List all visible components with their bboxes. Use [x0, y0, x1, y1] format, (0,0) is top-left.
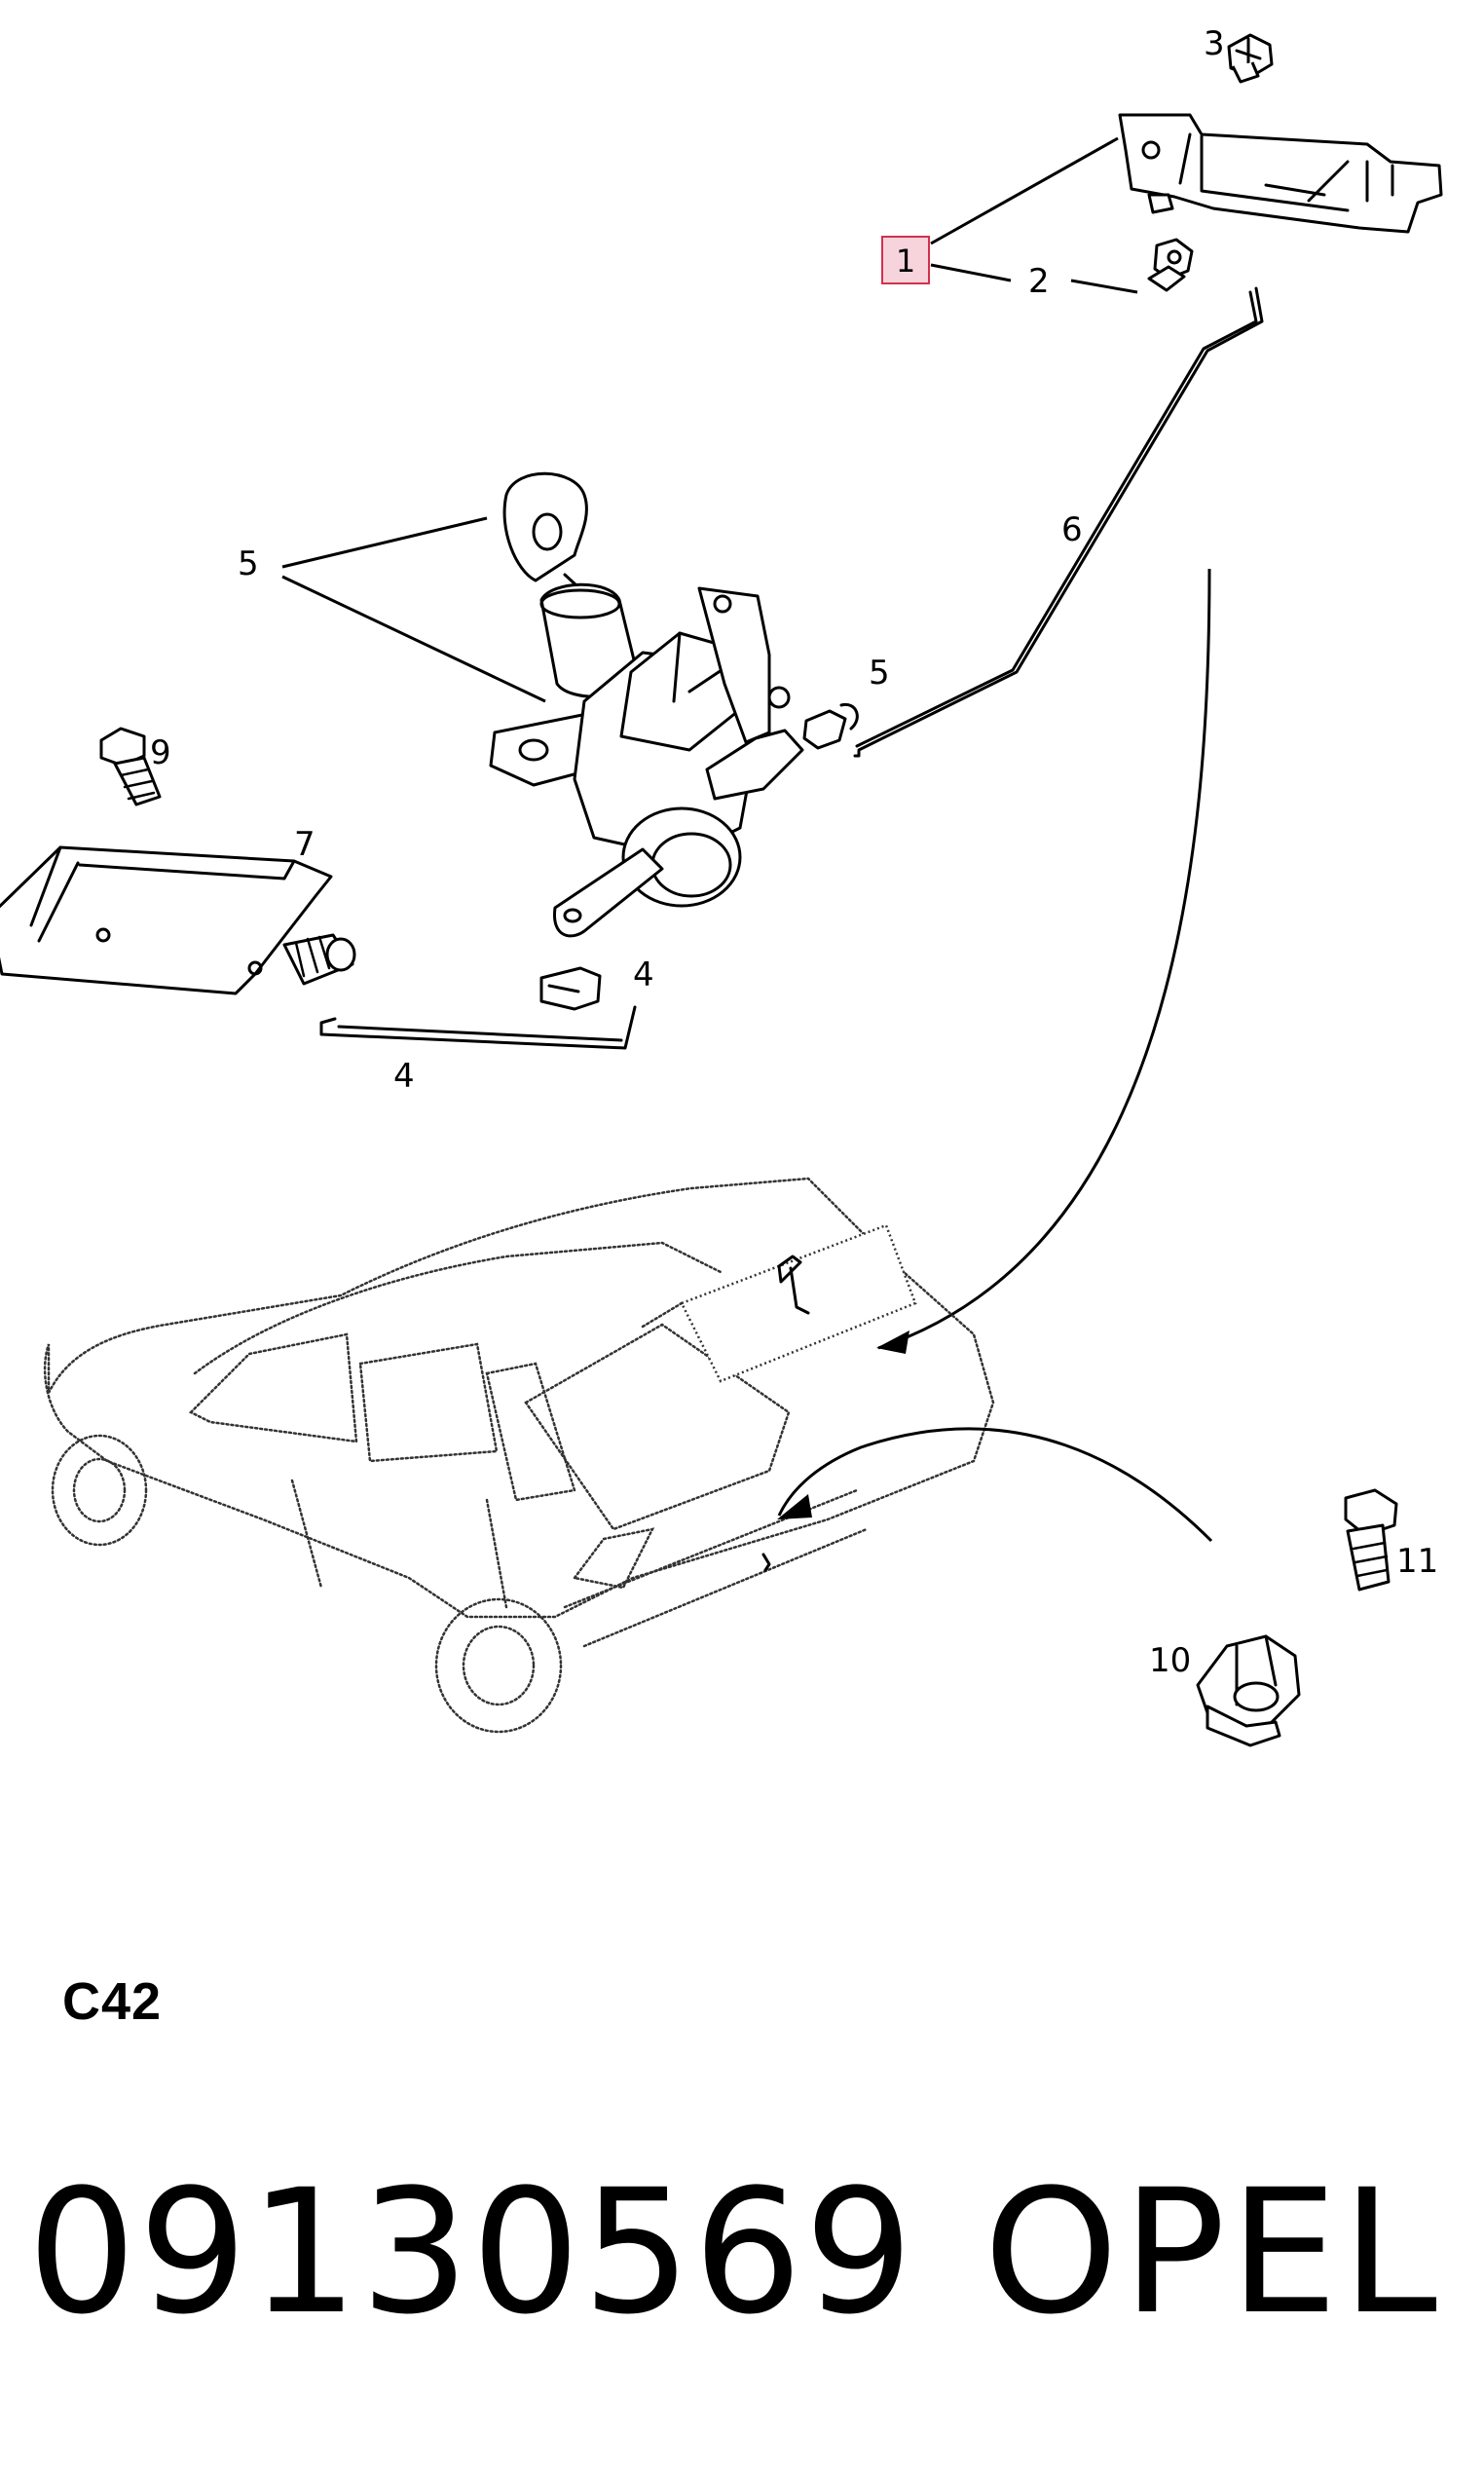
- part-1-lock-housing: [1118, 113, 1443, 234]
- part-8-actuator: [0, 845, 356, 995]
- part-number: 09130569: [27, 2153, 915, 2352]
- arrow-to-rear-striker: [777, 1427, 1213, 1543]
- callout-5a: 5: [869, 654, 890, 693]
- part-7-rod-edge: [855, 290, 1258, 748]
- part-3-screw: [1227, 33, 1274, 84]
- part-4-rod: [319, 1005, 637, 1050]
- leader-2: [1070, 279, 1138, 294]
- callout-11: 11: [1396, 1542, 1438, 1581]
- part-5-clip-lower: [539, 966, 602, 1011]
- leader-1b: [930, 263, 1012, 282]
- part-6-lock-cylinder: [489, 471, 804, 938]
- callout-1-highlight: [881, 236, 930, 284]
- callout-3: 3: [1204, 24, 1225, 63]
- brand-name: OPEL: [983, 2153, 1441, 2352]
- callout-6: 5: [238, 544, 259, 583]
- callout-5b: 4: [633, 955, 654, 994]
- callout-2: 2: [1028, 262, 1050, 301]
- callout-7: 6: [1061, 510, 1083, 549]
- part-9-bolt: [99, 727, 162, 806]
- part-5-clip-upper: [802, 702, 859, 750]
- part-4-rod-edge: [337, 1025, 623, 1042]
- diagram-code: C42: [62, 1972, 163, 2031]
- arrow-head-tailgate: [876, 1330, 909, 1354]
- part-10-striker: [1196, 1634, 1301, 1747]
- leader-1a: [930, 136, 1119, 245]
- arrow-to-tailgate-lock: [877, 568, 1211, 1350]
- leader-6a: [281, 516, 488, 569]
- part-7-rod: [853, 286, 1264, 758]
- callout-10: 10: [1149, 1641, 1191, 1680]
- car-illustration: [43, 1177, 995, 1734]
- part-11-bolt: [1344, 1488, 1398, 1592]
- arrow-head-striker: [777, 1494, 812, 1519]
- callout-1: 1: [896, 243, 915, 280]
- callout-4: 4: [393, 1057, 415, 1096]
- part-2-clip: [1147, 238, 1194, 292]
- callout-9: 9: [150, 733, 171, 772]
- leader-6b: [281, 575, 546, 703]
- callout-8: 7: [294, 825, 315, 864]
